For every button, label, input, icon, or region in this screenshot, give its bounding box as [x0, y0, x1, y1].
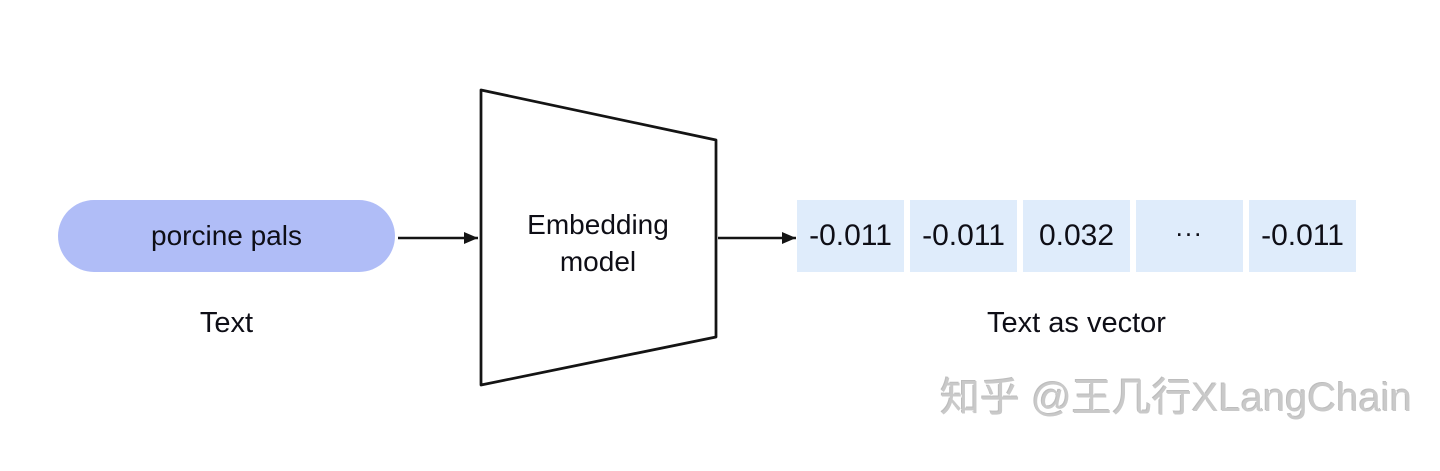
vector-cell: -0.011 — [1249, 200, 1356, 272]
ellipsis-text: ... — [1175, 211, 1204, 242]
embedding-model-label: Embedding model — [527, 209, 669, 277]
vector-cell: -0.011 — [797, 200, 904, 272]
input-text: porcine pals — [151, 220, 302, 251]
vector-cell-ellipsis: ... — [1136, 200, 1243, 272]
output-caption: Text as vector — [987, 307, 1166, 339]
vector-cell: -0.011 — [910, 200, 1017, 272]
input-text-pill: porcine pals — [58, 200, 395, 272]
vector-cell: 0.032 — [1023, 200, 1130, 272]
input-caption: Text — [199, 307, 254, 339]
vector-cells-row: -0.011 -0.011 0.032 ... -0.011 — [797, 200, 1356, 272]
watermark-text: 知乎 @王几行XLangChain — [940, 376, 1412, 420]
